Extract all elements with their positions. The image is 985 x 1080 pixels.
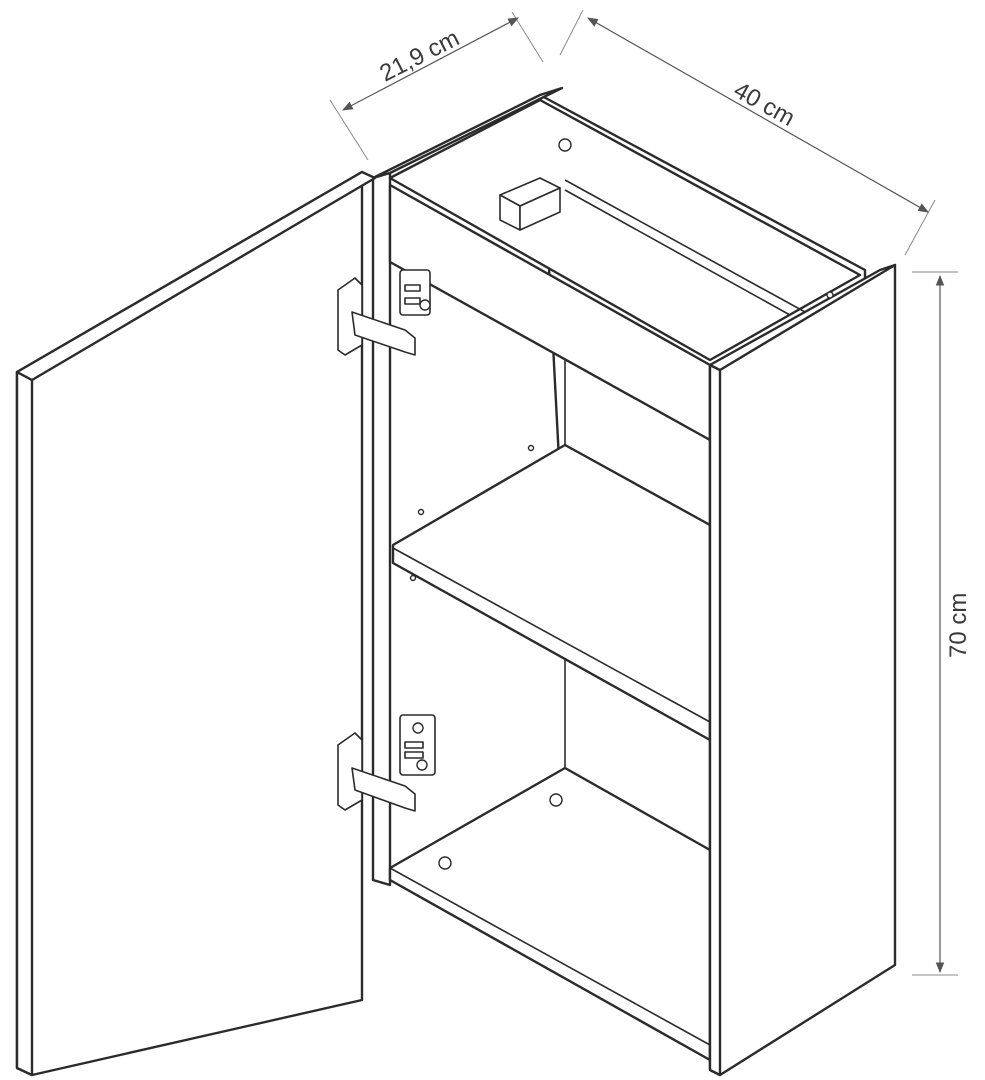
depth-extension-line xyxy=(511,11,544,63)
bottom-front-edge xyxy=(389,867,711,1046)
height-label: 70 cm xyxy=(945,593,972,658)
right-side-top xyxy=(708,263,897,372)
top-panel xyxy=(388,98,862,362)
width-extension-line xyxy=(559,9,584,56)
width-label: 40 cm xyxy=(729,77,799,132)
screw-holes xyxy=(409,138,834,870)
left-side-panel-front xyxy=(371,171,392,887)
screw-hole-icon xyxy=(438,856,452,870)
screw-hole-icon xyxy=(549,793,563,807)
width-extension-line xyxy=(904,199,936,256)
door-top-edge xyxy=(15,170,377,382)
mounting-bracket-icon xyxy=(499,177,561,231)
screw-hole-icon xyxy=(558,138,572,152)
depth-extension-line xyxy=(329,99,369,161)
height-dimension: 70 cm xyxy=(912,271,972,976)
right-side-front xyxy=(708,363,722,1077)
pin-hole-icon xyxy=(409,574,417,582)
right-side-panel xyxy=(708,263,897,1077)
cabinet-body xyxy=(371,86,897,1077)
door-front xyxy=(15,170,364,1077)
width-dimension-line xyxy=(587,17,929,213)
depth-dimension-line xyxy=(342,17,519,111)
lower-hinge-icon xyxy=(337,714,436,812)
depth-label: 21,9 cm xyxy=(375,25,463,88)
pin-hole-icon xyxy=(826,291,834,299)
pin-hole-icon xyxy=(417,508,425,516)
pin-hole-icon xyxy=(527,444,535,452)
door-edge xyxy=(15,370,34,1077)
shelf-front-edge xyxy=(392,547,711,723)
bottom-panel xyxy=(388,766,712,1062)
cabinet-door xyxy=(15,170,377,1077)
upper-hinge-icon xyxy=(337,269,431,356)
